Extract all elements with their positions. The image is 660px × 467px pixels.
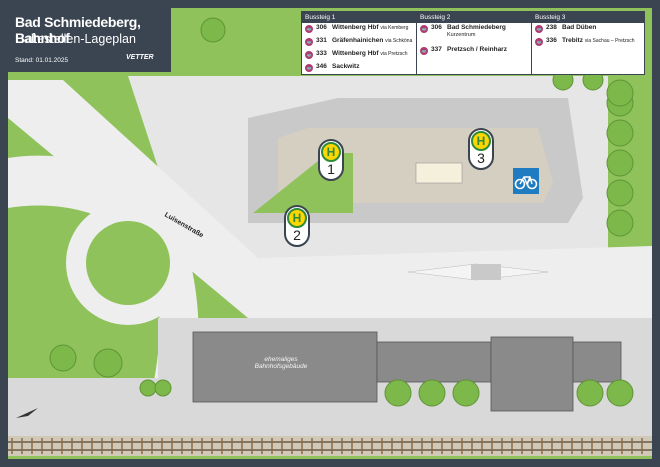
railway [8,436,652,456]
road-luisenstrasse [8,80,652,318]
bus-stop-h-icon: H [321,142,341,162]
bus-icon: 🚌 [305,38,313,46]
bus-icon: 🚌 [305,51,313,59]
roundabout-island [86,221,170,305]
rail-ties [11,438,643,454]
legend-heading: Bussteig 1 [302,12,416,23]
title-box: Bad Schmiedeberg, Bahnhof Haltestellen-L… [8,8,171,72]
date-label: Stand: 01.01.2025 [15,57,69,64]
north-arrow-icon [16,408,38,418]
bus-icon: 🚌 [420,25,428,33]
legend-heading: Bussteig 3 [532,12,644,23]
site-plan-map [8,8,652,459]
shelter [415,162,463,184]
building-far-east [572,341,622,383]
bus-stop-h-icon: H [471,131,491,151]
bus-stop-1[interactable]: H 1 [318,139,344,181]
bus-icon: 🚌 [305,64,313,72]
bus-stop-number: 2 [293,227,301,243]
building-annex [376,341,492,383]
bus-stop-3[interactable]: H 3 [468,128,494,170]
bus-stop-number: 3 [477,150,485,166]
bicycle-parking-icon [513,168,539,194]
bus-stop-2[interactable]: H 2 [284,205,310,247]
page-subtitle: Haltestellen-Lageplan [15,32,136,46]
bus-stop-h-icon: H [287,208,307,228]
map-drawing [8,8,652,459]
bus-icon: 🚌 [305,25,313,33]
bus-icon: 🚌 [420,47,428,55]
company-logo: VETTER [126,54,154,61]
page-title: Bad Schmiedeberg, Bahnhof [15,14,141,46]
bus-stop-number: 1 [327,161,335,177]
legend-heading: Bussteig 2 [417,12,531,23]
former-station-building [192,331,378,403]
bus-icon: 🚌 [535,38,543,46]
building-label: ehemaliges Bahnhofsgebäude [254,356,308,370]
bus-icon: 🚌 [535,25,543,33]
building-east [490,336,574,412]
